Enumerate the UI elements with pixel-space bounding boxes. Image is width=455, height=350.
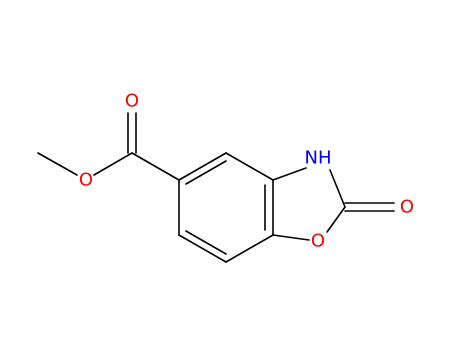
lactam-oxygen-label: O xyxy=(400,197,414,218)
bond-ring-nh xyxy=(272,167,307,181)
bond-c2-ring-o xyxy=(326,206,346,233)
ring-oxygen-label: O xyxy=(311,231,325,252)
nh-label: NH xyxy=(305,148,332,169)
bond-nh-c2 xyxy=(329,169,346,208)
bond-ring-1 xyxy=(178,152,227,181)
bond-ring-5 xyxy=(178,234,227,263)
bond-methyl-o xyxy=(37,152,78,176)
bond-ring-o-ring xyxy=(272,234,310,241)
ester-oxygen-label: O xyxy=(79,170,93,191)
bond-ring-2 xyxy=(225,152,274,181)
bond-ring-1-inner xyxy=(185,160,227,185)
carbonyl-oxygen-label: O xyxy=(125,91,139,112)
bond-o-carbonyl-c xyxy=(93,152,133,176)
bond-ring-4 xyxy=(225,234,274,263)
bond-carbonyl-ring xyxy=(131,152,180,181)
bond-ring-5-inner xyxy=(185,230,227,255)
